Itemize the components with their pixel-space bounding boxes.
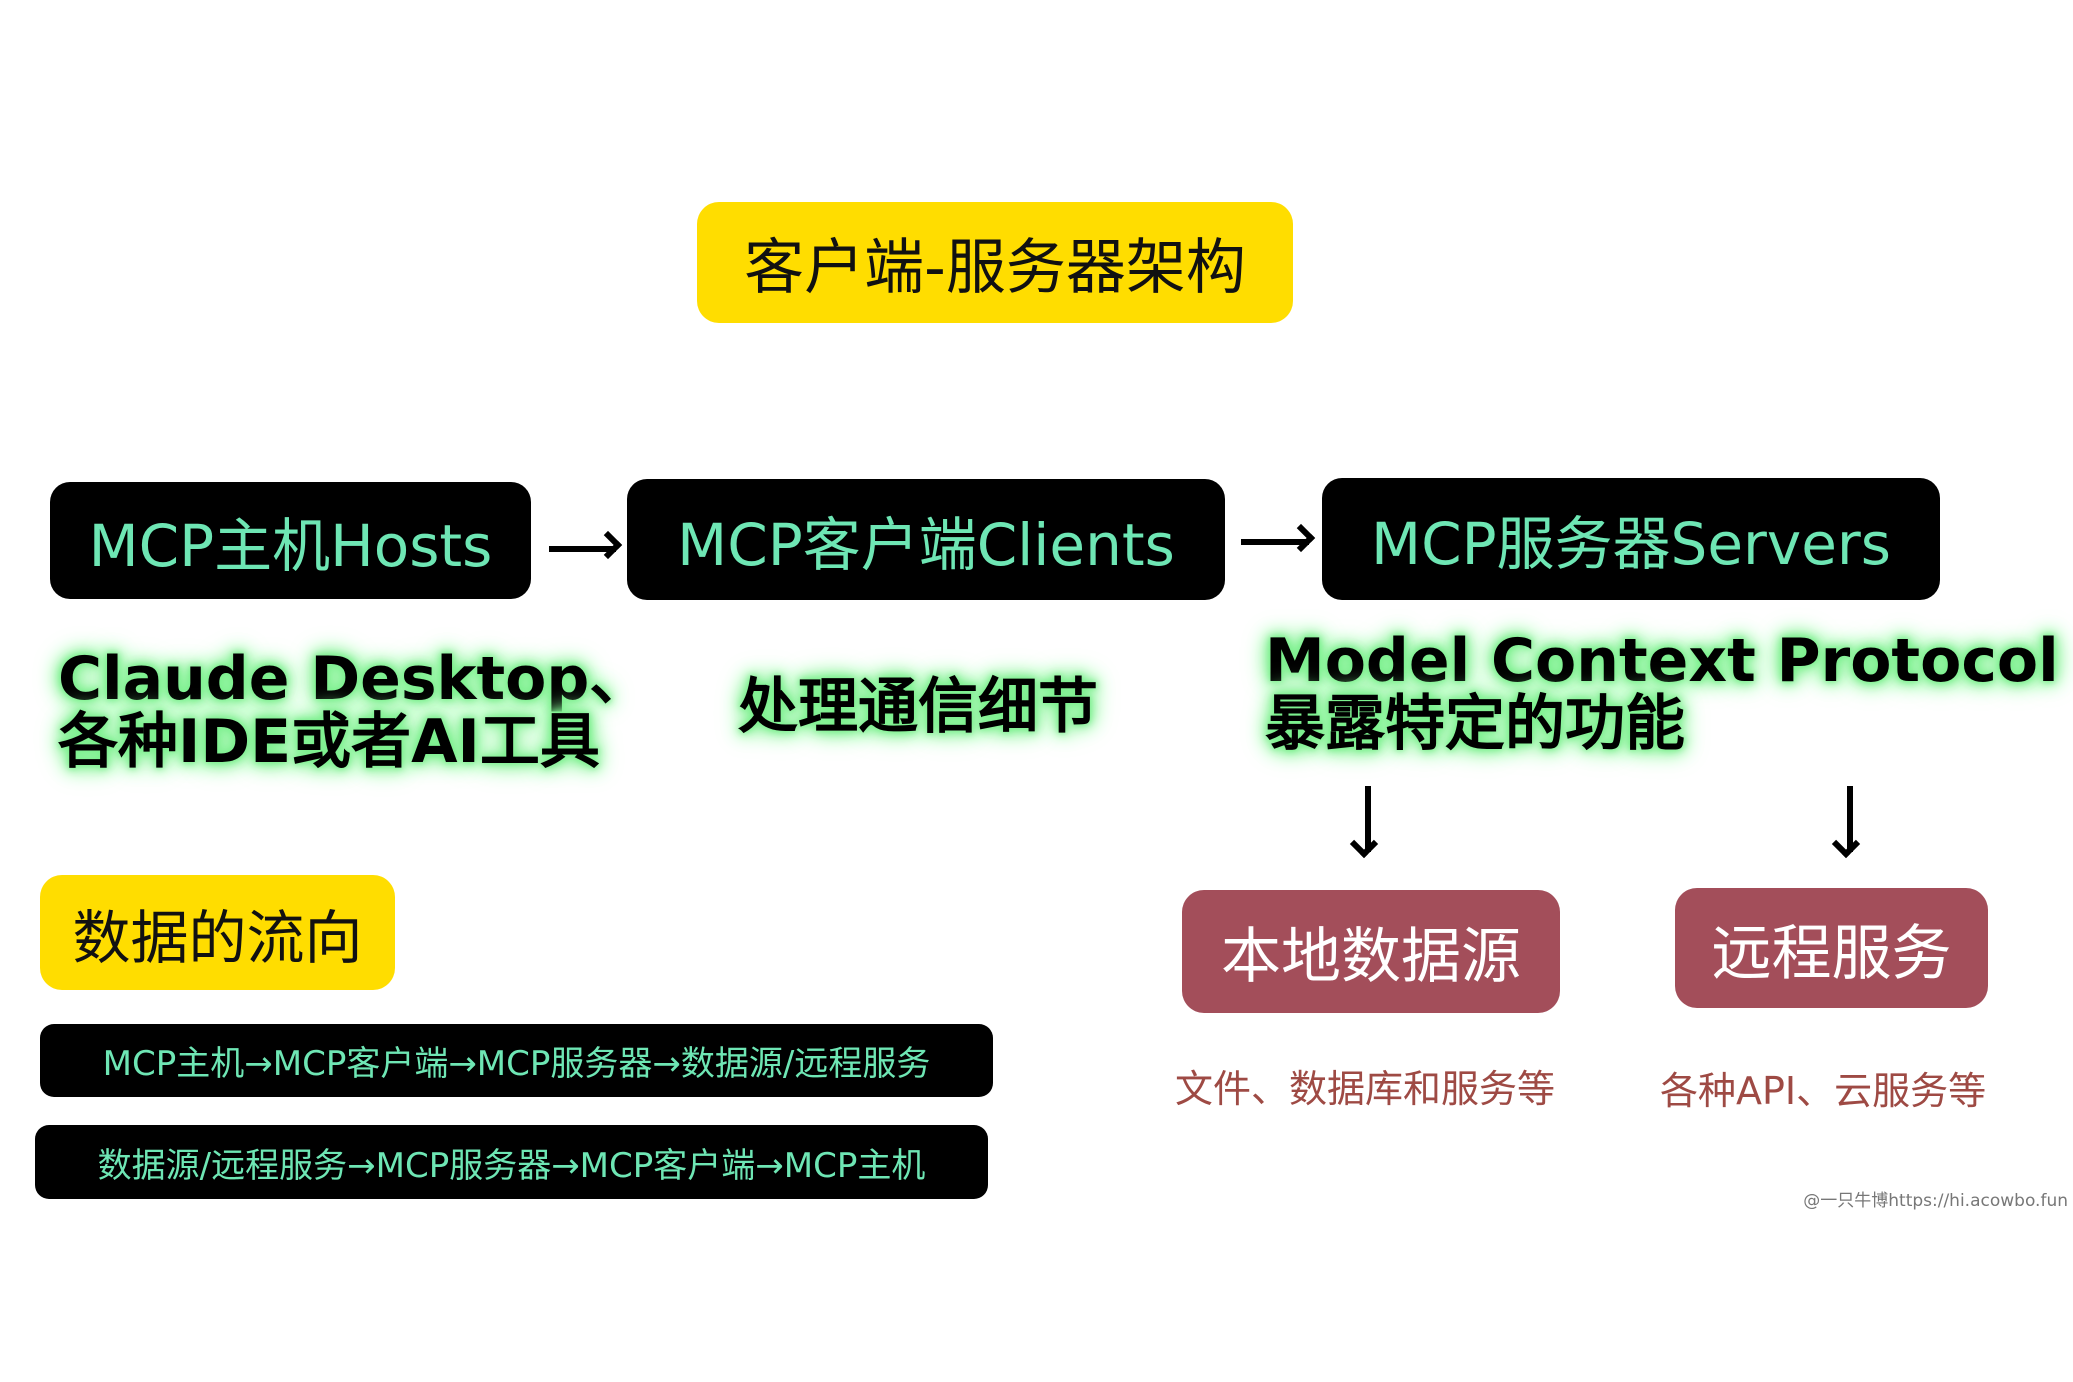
node-mcp-clients-label: MCP客户端Clients [677, 510, 1175, 579]
flow-row-forward: MCP主机→MCP客户端→MCP服务器→数据源/远程服务 [40, 1024, 993, 1097]
diagram-title-text: 客户端-服务器架构 [744, 233, 1246, 303]
arrow-right-icon [549, 546, 616, 552]
flow-row-return-text: 数据源/远程服务→MCP服务器→MCP客户端→MCP主机 [97, 1145, 926, 1186]
clients-description-line: 处理通信细节 [738, 672, 1098, 742]
node-mcp-servers: MCP服务器Servers [1322, 478, 1940, 600]
source-remote: 远程服务 [1675, 888, 1988, 1008]
hosts-description-line: 各种IDE或者AI工具 [58, 707, 600, 777]
node-mcp-hosts: MCP主机Hosts [50, 482, 531, 599]
flow-title: 数据的流向 [40, 875, 395, 990]
servers-description-line: Model Context Protocol [1265, 626, 2059, 696]
arrow-right-icon [1241, 539, 1309, 545]
node-mcp-servers-label: MCP服务器Servers [1371, 510, 1891, 578]
source-local-caption: 文件、数据库和服务等 [1175, 1067, 1556, 1111]
source-remote-label: 远程服务 [1711, 918, 1952, 989]
node-mcp-clients: MCP客户端Clients [627, 479, 1225, 600]
diagram-title: 客户端-服务器架构 [697, 202, 1293, 323]
flow-row-forward-text: MCP主机→MCP客户端→MCP服务器→数据源/远程服务 [102, 1044, 931, 1084]
source-remote-caption: 各种API、云服务等 [1660, 1069, 1987, 1113]
hosts-description-line: Claude Desktop、 [58, 644, 650, 714]
watermark: @一只牛博https://hi.acowbo.fun [1803, 1191, 2068, 1211]
hosts-description: Claude Desktop、 各种IDE或者AI工具 [58, 648, 649, 774]
arrow-down-icon [1847, 786, 1853, 852]
flow-row-return: 数据源/远程服务→MCP服务器→MCP客户端→MCP主机 [35, 1125, 988, 1199]
servers-description-line: 暴露特定的功能 [1265, 689, 1685, 759]
flow-title-text: 数据的流向 [72, 903, 363, 972]
servers-description: Model Context Protocol 暴露特定的功能 [1265, 630, 2059, 756]
source-local-label: 本地数据源 [1221, 922, 1521, 992]
clients-description: 处理通信细节 [738, 676, 1098, 739]
node-mcp-hosts-label: MCP主机Hosts [88, 511, 493, 580]
source-local: 本地数据源 [1182, 890, 1560, 1013]
arrow-down-icon [1365, 786, 1371, 852]
